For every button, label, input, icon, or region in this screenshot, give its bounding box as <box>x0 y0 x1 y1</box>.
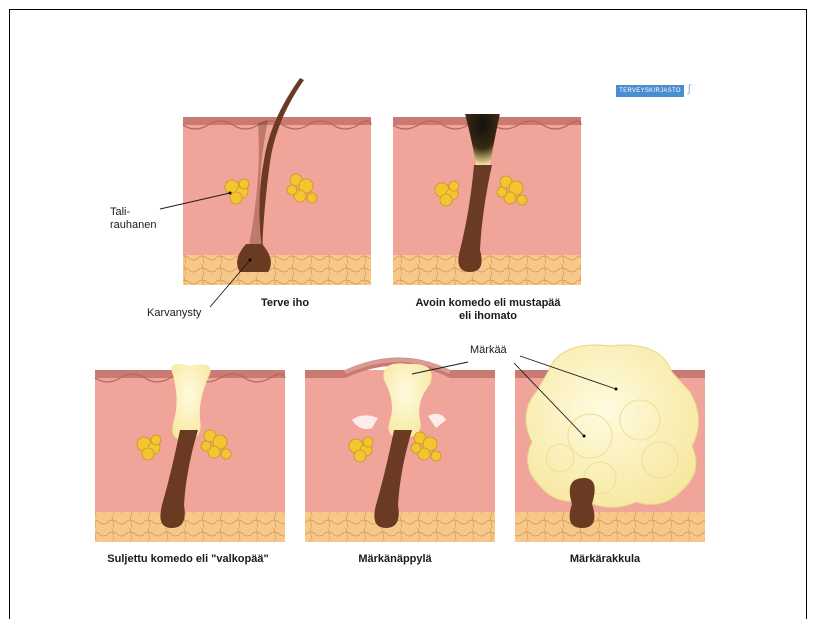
caption-open-comedo: Avoin komedo eli mustapää eli ihomato <box>403 297 573 323</box>
source-badge: TERVEYSKIRJASTO <box>616 85 684 97</box>
caption-pustule: Märkärakkula <box>550 553 660 566</box>
panel-papule <box>305 358 495 543</box>
label-hair-follicle: Karvanysty <box>147 307 201 320</box>
caption-closed-comedo: Suljettu komedo eli "valkopää" <box>78 553 298 566</box>
caption-healthy-skin: Terve iho <box>230 297 340 310</box>
source-logo-icon: ʃ <box>688 83 690 95</box>
label-pus: Märkää <box>470 344 507 357</box>
panel-closed-comedo <box>95 364 285 542</box>
panel-healthy-skin <box>183 78 371 285</box>
caption-papule: Märkänäppylä <box>340 553 450 566</box>
panel-pustule <box>515 345 705 542</box>
label-sebaceous-gland: Tali- rauhanen <box>110 206 157 232</box>
panel-open-comedo <box>393 114 581 285</box>
